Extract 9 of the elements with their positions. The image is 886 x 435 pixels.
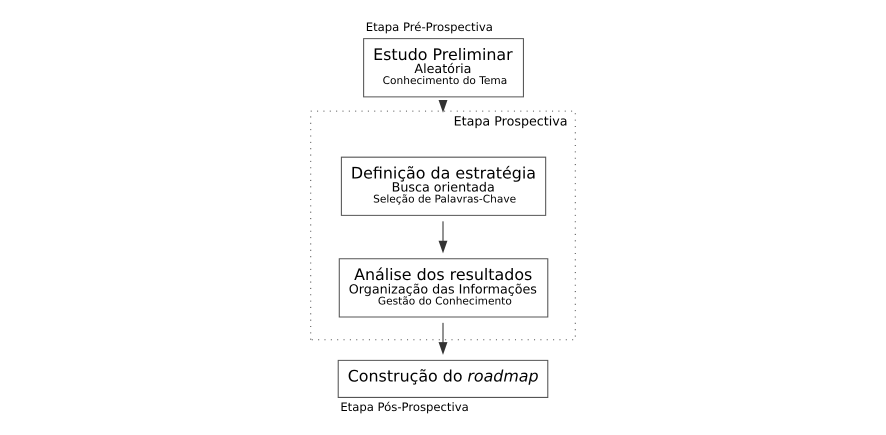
node-box: Análise dos resultados Organização das Informações Gestão do Conhecimento	[338, 258, 548, 318]
arrow	[438, 100, 448, 113]
node-box: Estudo Preliminar Aleatória Conhecimento do Tema	[363, 38, 524, 98]
arrow	[438, 322, 448, 355]
node-box: Construção do roadmap	[338, 360, 548, 398]
node-label: Etapa Pós-Prospectiva	[340, 400, 469, 414]
arrow	[438, 221, 448, 254]
node-box: Definição da estratégia Busca orientada Seleção de Palavras-Chave	[340, 156, 546, 216]
node-label: Etapa Pré-Prospectiva	[366, 20, 493, 34]
